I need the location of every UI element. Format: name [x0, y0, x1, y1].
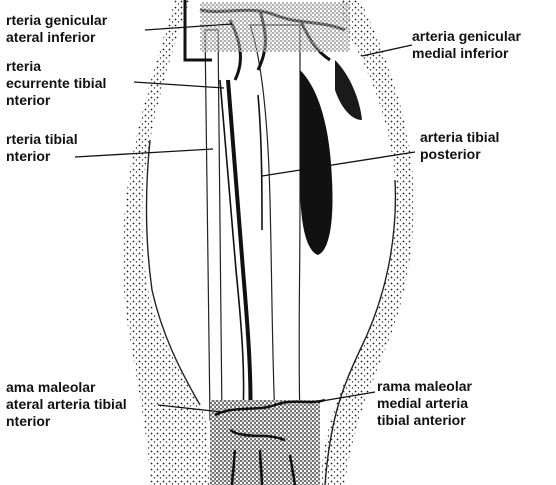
label-line: ama maleolar — [6, 379, 127, 396]
label-line: rteria tibial — [6, 131, 78, 148]
label-tibial-posterior: arteria tibial posterior — [420, 129, 499, 163]
calf-shade — [335, 60, 362, 120]
label-line: rama maleolar — [377, 378, 472, 395]
label-line: ateral arteria tibial — [6, 396, 127, 413]
label-line: rteria — [6, 58, 106, 75]
label-maleolar-medial: rama maleolar medial arteria tibial ante… — [377, 378, 472, 429]
label-recurrente-tibial-anterior: rteria ecurrente tibial nterior — [6, 58, 106, 109]
posterior-muscle-shade — [300, 70, 332, 255]
label-tibial-anterior: rteria tibial nterior — [6, 131, 78, 165]
posterior-tibial-artery — [258, 95, 262, 230]
label-line: ateral inferior — [6, 29, 107, 46]
label-line: medial inferior — [412, 45, 521, 62]
label-genicular-lateral-inferior: rteria genicular ateral inferior — [6, 12, 107, 46]
label-maleolar-lateral: ama maleolar ateral arteria tibial nteri… — [6, 379, 127, 430]
label-line: rteria genicular — [6, 12, 107, 29]
label-line: nterior — [6, 413, 127, 430]
label-line: arteria tibial — [420, 129, 499, 146]
label-line: nterior — [6, 92, 106, 109]
label-line: posterior — [420, 146, 499, 163]
label-genicular-medial-inferior: arteria genicular medial inferior — [412, 28, 521, 62]
ankle-vessel-network — [210, 400, 325, 485]
label-line: ecurrente tibial — [6, 75, 106, 92]
label-line: nterior — [6, 148, 78, 165]
bones — [205, 25, 300, 420]
label-line: arteria genicular — [412, 28, 521, 45]
label-line: tibial anterior — [377, 412, 472, 429]
label-line: medial arteria — [377, 395, 472, 412]
